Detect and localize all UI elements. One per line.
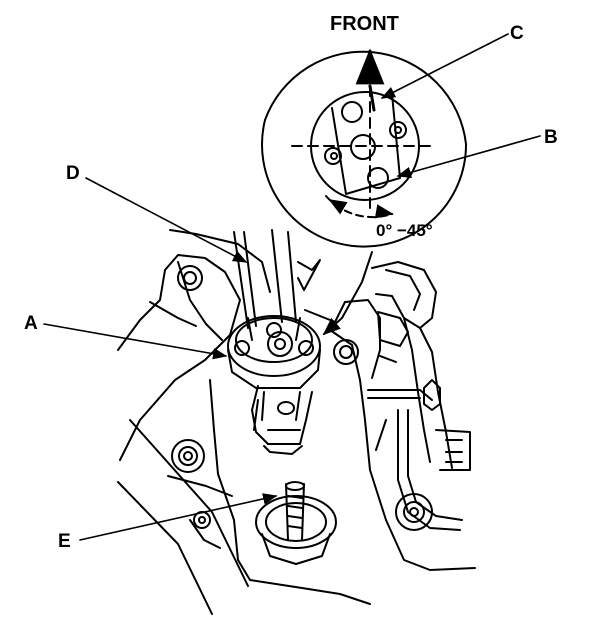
callout-leaders xyxy=(43,33,541,541)
right-bracket xyxy=(367,261,471,531)
chassis-outline xyxy=(117,229,476,615)
callout-d: D xyxy=(66,163,80,184)
callout-b: B xyxy=(544,127,558,148)
angle-label: 0° −45° xyxy=(376,221,433,240)
callout-c: C xyxy=(510,23,524,44)
callout-a: A xyxy=(24,313,38,334)
universal-joint xyxy=(227,315,321,455)
steering-shaft xyxy=(233,229,321,329)
pinion-shaft xyxy=(255,481,337,565)
callout-e: E xyxy=(58,531,71,552)
front-label: FRONT xyxy=(330,13,399,35)
detail-inset xyxy=(261,50,468,336)
